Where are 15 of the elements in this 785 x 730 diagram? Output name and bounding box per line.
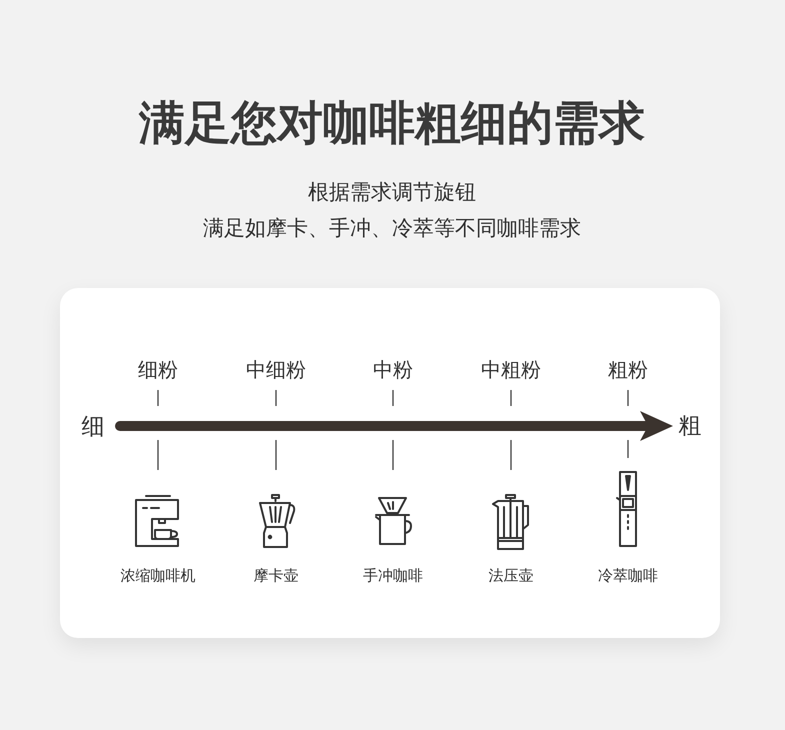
method-label: 冷萃咖啡	[598, 567, 658, 585]
grind-label: 粗粉	[608, 358, 648, 382]
method-label: 手冲咖啡	[363, 567, 423, 585]
method-label: 摩卡壶	[254, 567, 298, 585]
title: 满足您对咖啡粗细的需求	[139, 96, 645, 150]
grind-label: 中粗粉	[481, 358, 541, 382]
subtitle: 满足如摩卡、手冲、冷萃等不同咖啡需求	[203, 216, 581, 240]
method-label: 浓缩咖啡机	[120, 567, 196, 585]
scale-end-label: 细	[82, 414, 104, 440]
method-label: 法压壶	[488, 567, 534, 585]
subtitle: 根据需求调节旋钮	[308, 180, 476, 204]
grind-label: 中粉	[373, 358, 413, 382]
scale-end-label: 粗	[678, 412, 702, 440]
grind-label: 细粉	[138, 358, 178, 382]
grind-label: 中细粉	[246, 358, 306, 382]
